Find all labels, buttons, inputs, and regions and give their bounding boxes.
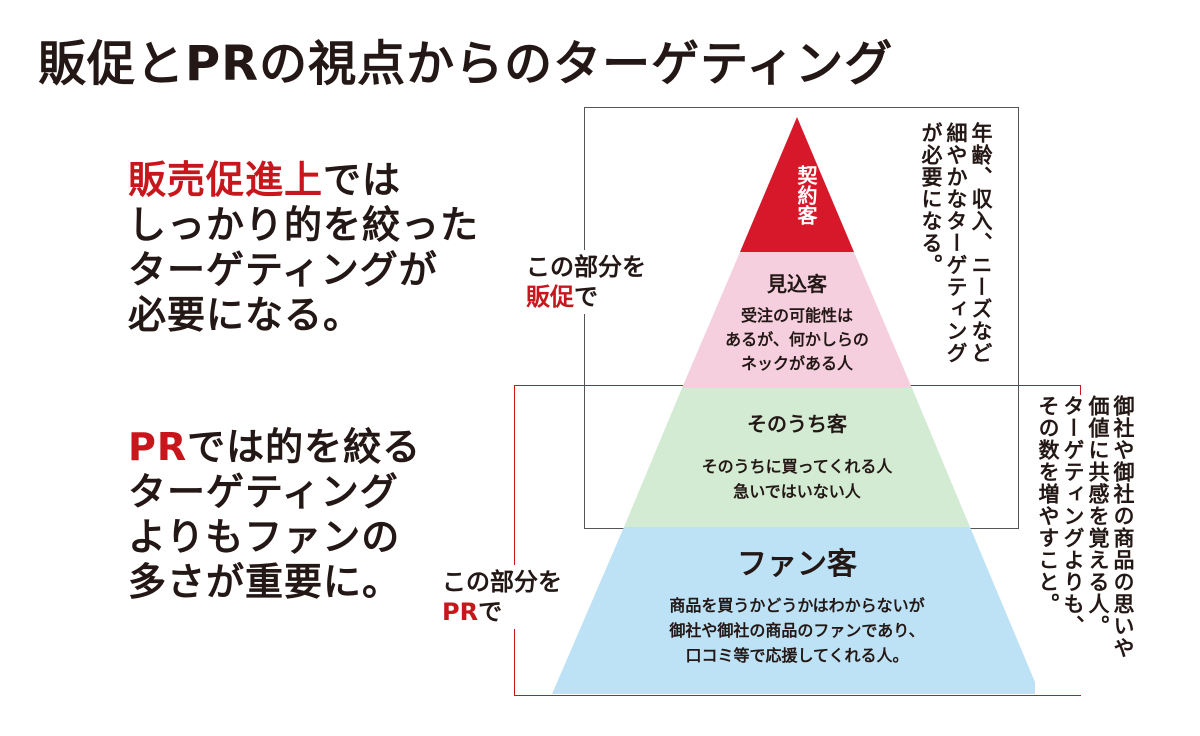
sales-promotion-line: 必要になる。	[128, 293, 363, 337]
tier-fan-shape	[552, 527, 1040, 694]
sales-promotion-highlight: 販売促進上	[128, 158, 324, 202]
sales-promotion-line: ターゲティングが	[128, 248, 438, 292]
tier-prospect: 見込客 受注の可能性は あるが、何かしらの ネックがある人	[697, 270, 897, 376]
tier-fan-desc: 商品を買うかどうかはわからないが	[669, 596, 925, 615]
bracket-label-highlight: PR	[442, 598, 479, 626]
pr-line: では的を絞る	[187, 425, 422, 469]
bracket-label-suffix: で	[478, 598, 503, 626]
pr-bracket-label: この部分を PRで	[438, 565, 566, 629]
vertical-note-column: その数を増やすこと。	[1036, 395, 1060, 615]
bracket-label-line: この部分を	[442, 568, 562, 596]
page-title: 販促とPRの視点からのターゲティング	[38, 36, 894, 92]
bracket-label-line: この部分を	[526, 253, 646, 281]
vertical-note-column: 御社や御社の商品の思いや	[1111, 395, 1135, 659]
pr-note: PRでは的を絞る ターゲティング よりもファンの 多さが重要に。	[128, 425, 421, 605]
sales-promotion-bracket-label: この部分を 販促で	[522, 250, 650, 314]
tier-fan-desc: 口コミ等で応援してくれる人。	[685, 646, 909, 665]
tier-contract-label: 契約客	[794, 165, 818, 225]
tier-someday-desc: 急いではいない人	[733, 482, 861, 501]
bracket-label-suffix: で	[574, 283, 598, 311]
tier-contract-shape	[740, 117, 854, 252]
pr-vertical-note: 御社や御社の商品の思いや 価値に共感を覚える人。 ターゲティングよりも、 その数…	[1035, 395, 1135, 695]
tier-prospect-desc: あるが、何かしらの	[725, 330, 869, 349]
tier-prospect-name: 見込客	[767, 272, 827, 296]
tier-someday-name: そのうち客	[747, 412, 847, 436]
tier-fan-name: ファン客	[737, 547, 857, 582]
sales-promotion-vertical-note: 年齢、収入、ニーズなど 細やかなターゲティング が必要になる。	[918, 122, 993, 382]
vertical-note-column: ターゲティングよりも、	[1061, 395, 1085, 637]
vertical-note-column: 細やかなターゲティング	[944, 122, 968, 364]
tier-prospect-shape	[682, 252, 912, 388]
tier-prospect-desc: 受注の可能性は	[740, 306, 853, 325]
vertical-note-column: 年齢、収入、ニーズなど	[969, 122, 993, 364]
sales-promotion-line: では	[323, 158, 402, 202]
tier-someday-shape	[624, 388, 970, 527]
tier-fan-desc: 御社や御社の商品のファンであり、	[669, 621, 925, 640]
sales-promotion-line: しっかり的を絞った	[128, 203, 480, 247]
tier-someday-desc: そのうちに買ってくれる人	[701, 457, 893, 476]
sales-promotion-note: 販売促進上では しっかり的を絞った ターゲティングが 必要になる。	[128, 158, 479, 338]
tier-fan: ファン客 商品を買うかどうかはわからないが 御社や御社の商品のファンであり、 口…	[607, 545, 987, 668]
bracket-label-highlight: 販促	[526, 283, 574, 311]
vertical-note-column: が必要になる。	[919, 122, 943, 276]
vertical-note-column: 価値に共感を覚える人。	[1086, 395, 1110, 637]
pr-line: ターゲティング	[128, 470, 399, 514]
tier-someday: そのうち客 そのうちに買ってくれる人 急いではいない人	[647, 410, 947, 504]
tier-prospect-desc: ネックがある人	[740, 354, 853, 373]
pr-line: よりもファンの	[128, 515, 401, 559]
pr-line: 多さが重要に。	[128, 560, 402, 604]
pr-highlight: PR	[128, 425, 188, 469]
